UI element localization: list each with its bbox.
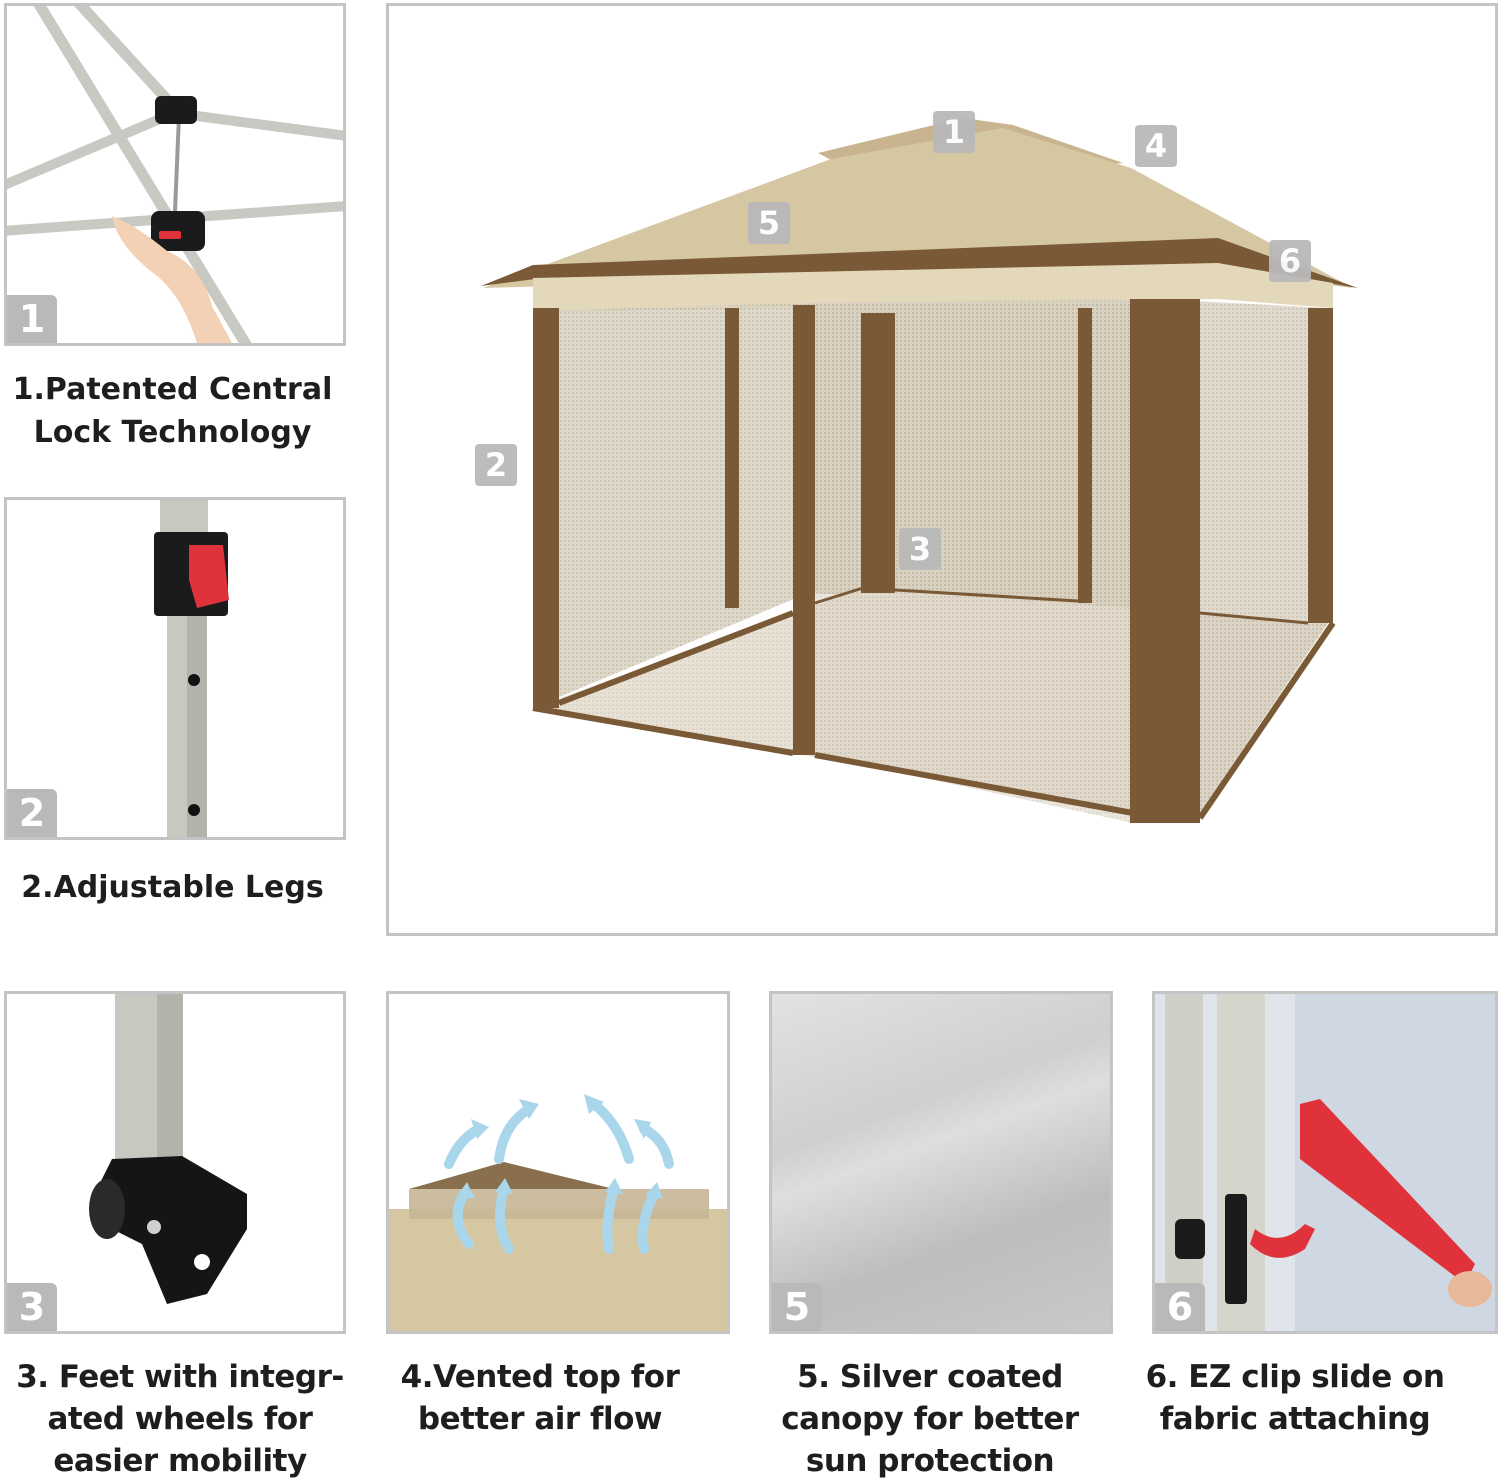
caption-line: 6. EZ clip slide on <box>1145 1359 1445 1395</box>
caption-line: better air flow <box>417 1401 663 1437</box>
feature-caption-6: 6. EZ clip slide on fabric attaching <box>1130 1356 1460 1440</box>
caption-line: easier mobility <box>53 1443 307 1479</box>
lock-button <box>159 231 181 239</box>
feature-badge-5: 5 <box>772 1283 822 1331</box>
caption-line: sun protection <box>805 1443 1055 1479</box>
callout-4: 4 <box>1135 125 1177 167</box>
caption-line: 3. Feet with integr- <box>16 1359 344 1395</box>
caption-line: 5. Silver coated <box>797 1359 1063 1395</box>
main-gazebo-panel: 1 2 3 4 5 6 <box>386 3 1498 936</box>
feature-caption-5: 5. Silver coated canopy for better sun p… <box>755 1356 1105 1482</box>
callout-3: 3 <box>899 528 941 570</box>
corner-post <box>533 308 559 708</box>
feature-caption-2: 2.Adjustable Legs <box>0 866 345 909</box>
feature-caption-3: 3. Feet with integr- ated wheels for eas… <box>0 1356 360 1482</box>
caption-line: Lock Technology <box>33 415 312 450</box>
feature-badge-6: 6 <box>1155 1283 1205 1331</box>
gazebo-illustration <box>481 118 1358 823</box>
feature-badge-1: 1 <box>7 295 57 343</box>
hand <box>112 216 232 343</box>
caption-line: 2.Adjustable Legs <box>21 870 324 905</box>
feature-panel-4 <box>386 991 730 1334</box>
feature-panel-3: 3 <box>4 991 346 1334</box>
clip-knob <box>1175 1219 1205 1259</box>
feature-badge-2: 2 <box>7 789 57 837</box>
callout-5: 5 <box>748 202 790 244</box>
caption-line: ated wheels for <box>47 1401 313 1437</box>
canopy-trim <box>481 238 1358 288</box>
clip-ring <box>1250 1224 1315 1258</box>
feature-panel-1: 1 <box>4 3 346 346</box>
top-hub <box>155 96 197 124</box>
wheel <box>89 1179 125 1239</box>
ez-clip-illustration <box>1155 994 1495 1331</box>
caption-line: 4.Vented top for <box>400 1359 680 1395</box>
foot-wheel-illustration <box>89 994 247 1304</box>
leg-lock-lever <box>189 545 229 608</box>
central-lock-illustration <box>7 6 343 343</box>
vented-top-illustration <box>389 1094 727 1331</box>
adjustment-hole <box>188 804 200 816</box>
caption-line: fabric attaching <box>1159 1401 1431 1437</box>
feature-caption-4: 4.Vented top for better air flow <box>365 1356 715 1440</box>
callout-2: 2 <box>475 444 517 486</box>
foot-bracket <box>97 1156 247 1304</box>
feature-panel-5: 5 <box>769 991 1113 1334</box>
callout-6: 6 <box>1269 240 1311 282</box>
caption-line: 1.Patented Central <box>12 372 333 407</box>
adjustment-hole <box>188 674 200 686</box>
feature-panel-2: 2 <box>4 497 346 840</box>
feature-panel-6: 6 <box>1152 991 1498 1334</box>
feature-caption-1: 1.Patented Central Lock Technology <box>0 368 345 454</box>
adjustable-leg-illustration <box>154 500 229 837</box>
feature-badge-3: 3 <box>7 1283 57 1331</box>
callout-1: 1 <box>933 111 975 153</box>
caption-line: canopy for better <box>781 1401 1079 1437</box>
corner-post <box>793 305 815 755</box>
corner-post <box>1130 299 1200 823</box>
silver-fabric-illustration <box>772 994 1110 1331</box>
clip-strap <box>1300 1099 1475 1284</box>
